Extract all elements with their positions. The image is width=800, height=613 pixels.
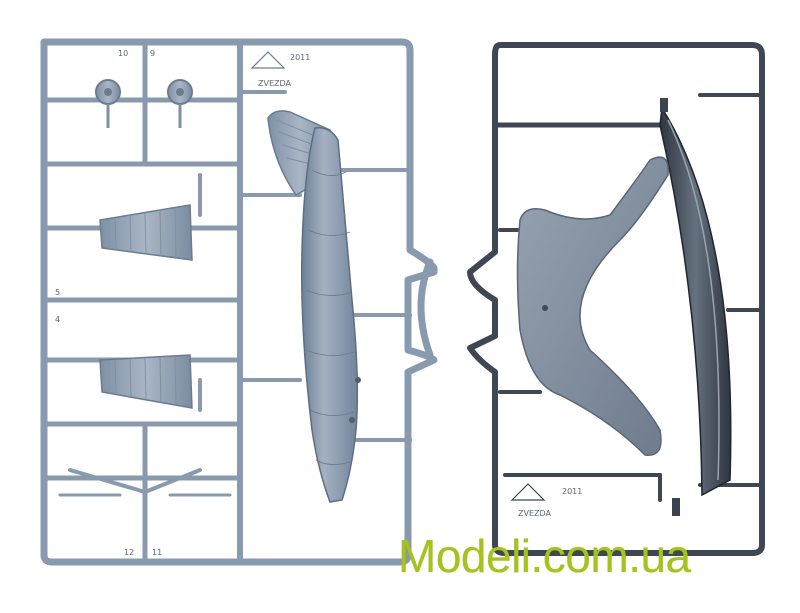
wheel-parts bbox=[95, 79, 193, 128]
fuselage-part bbox=[300, 127, 361, 503]
right-brand-label: ZVEZDA bbox=[518, 509, 552, 518]
label-part-9: 9 bbox=[150, 49, 155, 58]
label-part-12: 12 bbox=[124, 548, 134, 557]
left-sprue-arc bbox=[417, 258, 434, 359]
y-shaped-part bbox=[516, 156, 669, 457]
label-part-10: 10 bbox=[118, 49, 128, 58]
curved-frame-part bbox=[659, 98, 732, 516]
left-sprue-frame bbox=[40, 38, 438, 566]
wing-part-lower bbox=[99, 354, 193, 409]
right-brand-logo: 2011 ZVEZDA bbox=[510, 483, 582, 518]
label-part-11: 11 bbox=[152, 548, 162, 557]
left-year-label: 2011 bbox=[290, 53, 310, 62]
wing-part-upper bbox=[99, 204, 193, 261]
label-part-4: 4 bbox=[55, 315, 60, 324]
left-brand-logo: 2011 ZVEZDA bbox=[250, 51, 310, 88]
label-part-5: 5 bbox=[55, 288, 60, 297]
right-sprue-frame bbox=[467, 42, 765, 556]
left-sprue bbox=[40, 38, 438, 566]
right-sprue bbox=[467, 42, 765, 556]
left-brand-label: ZVEZDA bbox=[258, 79, 292, 88]
right-year-label: 2011 bbox=[562, 487, 582, 496]
watermark-text: Modeli.com.ua bbox=[398, 530, 691, 582]
